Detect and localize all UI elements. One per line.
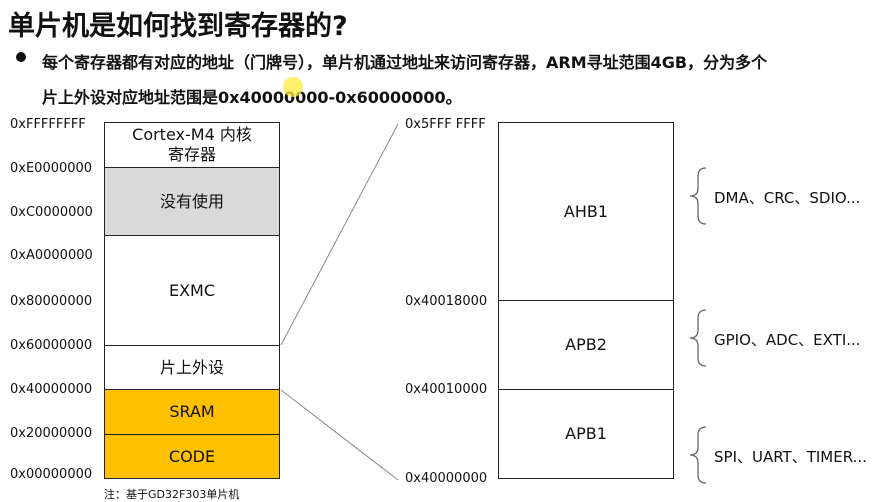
page-title: 单片机是如何找到寄存器的?	[8, 11, 348, 42]
footnote: 注：基于GD32F303单片机	[104, 488, 240, 501]
right-address-label: 0x40000000	[405, 471, 488, 486]
zoom-connector-top	[280, 123, 399, 346]
left-address-label: 0xE0000000	[10, 161, 93, 176]
brace-apb2-icon	[689, 309, 707, 367]
left-address-label: 0xFFFFFFFF	[10, 117, 86, 132]
brace-apb1-icon	[689, 426, 707, 484]
right-address-label: 0x40010000	[405, 382, 488, 397]
memory-block-peripherals: 片上外设	[104, 345, 280, 390]
left-address-label: 0x00000000	[10, 467, 93, 482]
left-address-label: 0x60000000	[10, 338, 93, 353]
bus-block-ahb1: AHB1	[498, 122, 674, 301]
memory-block-sram: SRAM	[104, 389, 280, 435]
left-address-label: 0x40000000	[10, 382, 93, 397]
zoom-connector-bottom	[280, 389, 399, 481]
left-address-label: 0xC0000000	[10, 205, 93, 220]
left-address-label: 0x20000000	[10, 426, 93, 441]
bullet-dot-icon	[16, 52, 26, 62]
right-address-label: 0x40018000	[405, 294, 488, 309]
brace-ahb1-icon	[689, 167, 707, 225]
bus-block-apb1: APB1	[498, 389, 674, 479]
memory-block-code: CODE	[104, 434, 280, 479]
memory-block-exmc: EXMC	[104, 235, 280, 346]
bus-block-apb2: APB2	[498, 300, 674, 390]
left-address-label: 0x80000000	[10, 294, 93, 309]
peripheral-list-ahb1: DMA、CRC、SDIO...	[714, 189, 861, 207]
mouse-cursor-highlight-icon	[283, 77, 303, 97]
memory-block-cortex-core: Cortex-M4 内核 寄存器	[104, 122, 280, 168]
left-address-label: 0xA0000000	[10, 248, 93, 263]
peripheral-list-apb1: SPI、UART、TIMER...	[714, 448, 867, 466]
peripheral-list-apb2: GPIO、ADC、EXTI...	[714, 331, 861, 349]
right-address-label: 0x5FFF FFFF	[405, 117, 486, 132]
bullet-text-line-1: 每个寄存器都有对应的地址（门牌号），单片机通过地址来访问寄存器，ARM寻址范围4…	[42, 53, 768, 72]
bullet-text-line-2: 片上外设对应地址范围是0x40000000-0x60000000。	[42, 88, 462, 107]
